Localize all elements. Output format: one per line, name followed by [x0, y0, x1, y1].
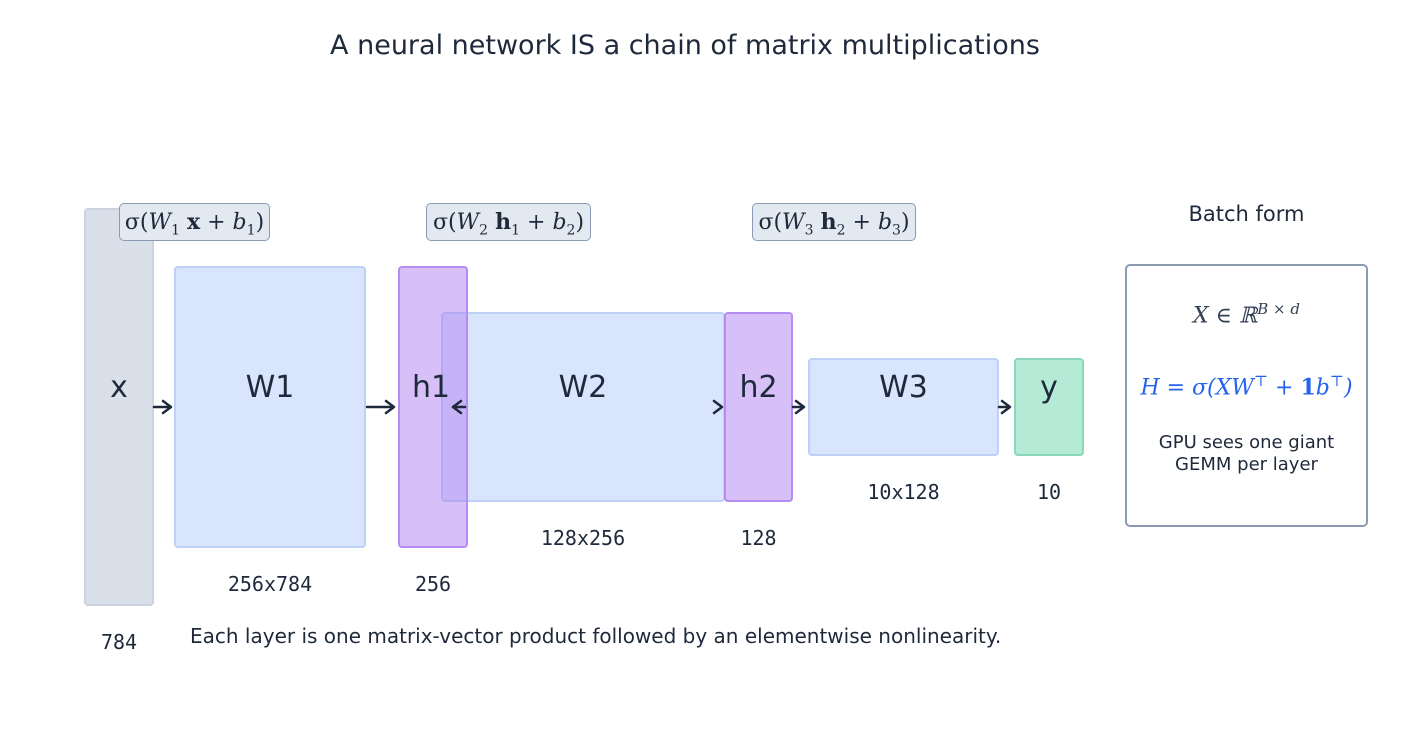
h2-dim: 128	[740, 526, 777, 550]
f2-input-idx: 1	[511, 222, 521, 239]
x-label: x	[110, 370, 128, 405]
arrow-h1-to-w2	[451, 399, 467, 415]
f1-bias: b	[232, 210, 247, 235]
f2-weight-idx: 2	[479, 222, 489, 239]
arrow-x-to-w1	[152, 399, 173, 415]
y-label: y	[1040, 370, 1058, 405]
f1-weight: W	[148, 210, 172, 235]
arrow-w3-to-y	[997, 399, 1012, 415]
diagram-caption: Each layer is one matrix-vector product …	[190, 624, 1002, 648]
f3-weight-idx: 3	[804, 222, 814, 239]
f3-weight: W	[782, 210, 805, 235]
f3-bias: b	[877, 210, 893, 235]
weight-matrix-w1	[174, 266, 366, 548]
batch-input-shape-formula: X ∈ ℝB × d	[1193, 300, 1300, 329]
weight-matrix-w2	[441, 312, 725, 502]
arrow-h2-to-w3	[791, 399, 806, 415]
diagram-title: A neural network IS a chain of matrix mu…	[330, 30, 1040, 61]
output-vector-y	[1014, 358, 1084, 456]
f2-weight: W	[456, 210, 480, 235]
arrow-w1-to-h1	[365, 399, 396, 415]
h1-dim: 256	[414, 572, 452, 596]
layer2-formula: σ(W2 h1 + b2)	[426, 203, 591, 241]
arrow-w2-to-h2	[712, 399, 724, 415]
f2-bias-idx: 2	[566, 222, 576, 239]
batch-form-panel	[1125, 264, 1368, 527]
f2-input: h	[495, 209, 512, 235]
f3-input-idx: 2	[836, 222, 846, 239]
f1-input: x	[187, 209, 201, 235]
f3-bias-idx: 3	[892, 222, 901, 239]
x-dim: 784	[100, 630, 138, 654]
layer1-formula: σ(W1 x + b1)	[119, 203, 270, 241]
f1-weight-idx: 1	[171, 222, 180, 239]
f2-bias: b	[552, 210, 567, 235]
gpu-note-line1: GPU sees one giant	[1158, 432, 1335, 453]
w1-label: W1	[245, 370, 295, 405]
input-vector-x	[84, 208, 154, 606]
w3-dim: 10x128	[867, 480, 940, 504]
w3-label: W3	[879, 370, 928, 405]
y-dim: 10	[1036, 480, 1062, 504]
batch-form-title: Batch form	[1188, 202, 1305, 226]
batch-layer-formula: H = σ(XW⊤ + 1b⊤)	[1140, 372, 1353, 401]
hidden-vector-h2	[724, 312, 793, 502]
w2-dim: 128x256	[540, 526, 626, 550]
h2-label: h2	[739, 370, 778, 405]
gpu-note-line2: GEMM per layer	[1175, 454, 1318, 475]
weight-matrix-w3	[808, 358, 999, 456]
layer3-formula: σ(W3 h2 + b3)	[752, 203, 916, 241]
f1-bias-idx: 1	[246, 222, 256, 239]
w2-label: W2	[558, 370, 608, 405]
h1-label: h1	[411, 370, 451, 405]
gpu-note: GPU sees one giant GEMM per layer	[1125, 432, 1368, 476]
w1-dim: 256x784	[227, 572, 313, 596]
f3-input: h	[820, 209, 837, 235]
